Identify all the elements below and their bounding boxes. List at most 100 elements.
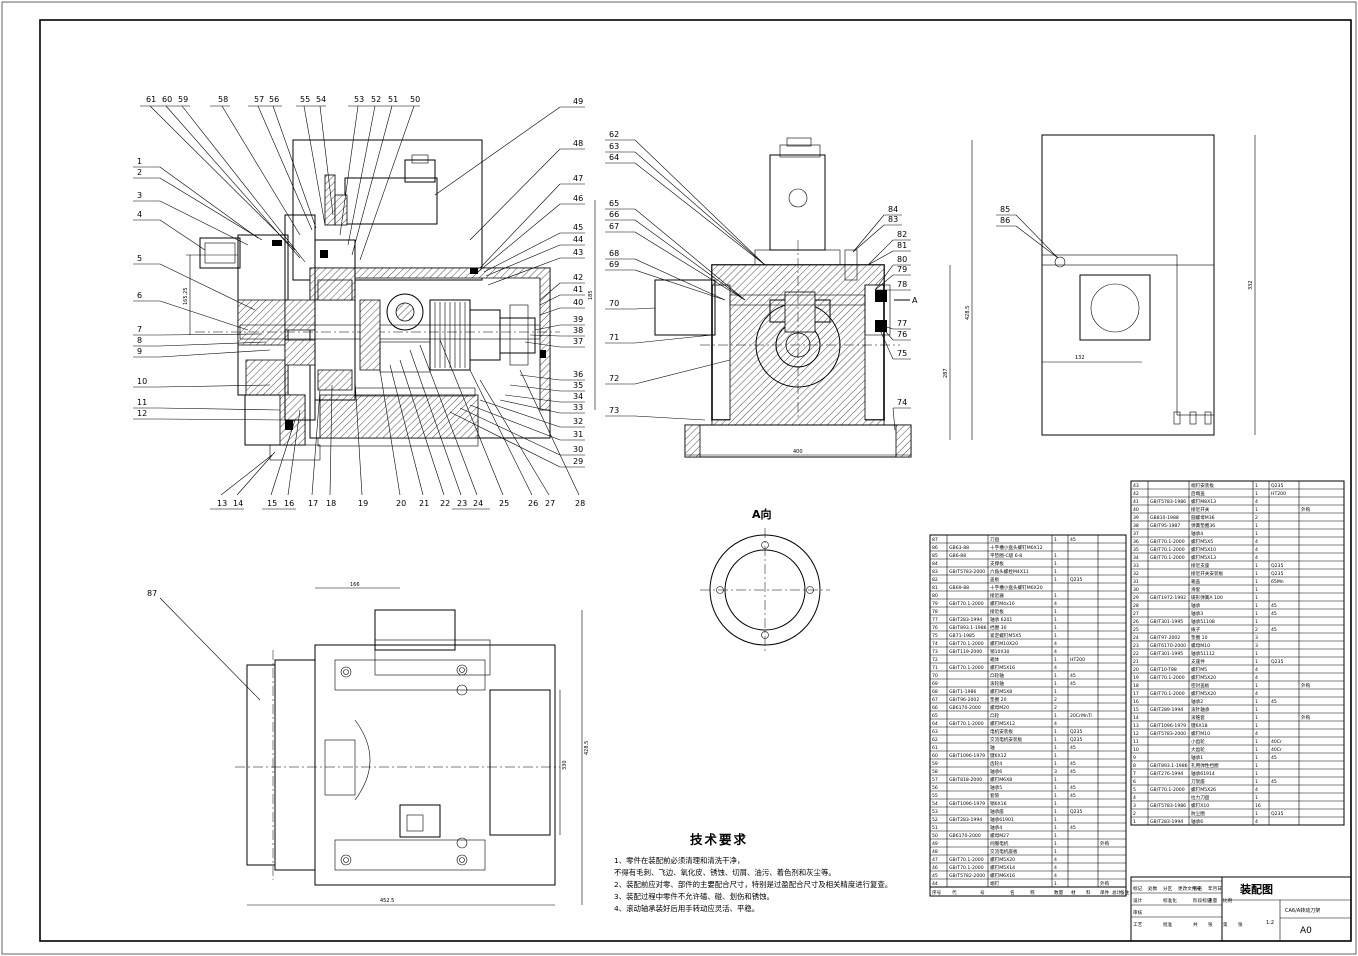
bom-left-row-67-col-1: GB/T96-2002 [949, 697, 979, 703]
bom-right-row-38-col-2: 弹簧垫圈36 [1191, 522, 1215, 529]
a-direction-view: A向 [700, 507, 830, 652]
bom-right-row-11-col-4: 40Cr [1271, 739, 1282, 745]
bom-right-row-8-col-3: 1 [1255, 763, 1258, 769]
bom-right-row-7-col-3: 1 [1255, 771, 1258, 777]
bom-left-row-67-col-2: 垫圈 20 [990, 696, 1007, 703]
bom-header-5: 数量 [1054, 889, 1064, 896]
bom-left-row-73-col-3: 4 [1054, 649, 1057, 655]
bom-right-row-38-col-0: 38 [1133, 523, 1139, 529]
bom-left-row-74-col-2: 螺钉M10X20 [990, 640, 1018, 647]
bom-right-row-34-col-3: 4 [1255, 555, 1258, 561]
title-name: 装配图 [1239, 882, 1273, 896]
bom-right-row-30-col-2: 滑套 [1191, 586, 1201, 593]
callout-38: 38 [573, 326, 583, 335]
bom-right-row-6-col-3: 1 [1255, 779, 1258, 785]
title-cell-0-5: 年月日 [1208, 885, 1222, 892]
bom-right-row-9-col-0: 9 [1133, 755, 1136, 761]
bom-left-row-54-col-1: GB/T1096-1979 [949, 801, 985, 807]
bom-right-row-10-col-4: 40Cr [1271, 747, 1282, 753]
bom-left-row-70-col-0: 70 [932, 673, 938, 679]
bom-header-10: 备注 [1120, 889, 1130, 896]
bom-left-row-73-col-2: 销10X30 [990, 648, 1010, 655]
bom-right-row-20-col-0: 20 [1133, 667, 1139, 673]
bom-right-row-40-col-2: 接近开关 [1191, 506, 1210, 513]
title-cell-1-4: 阶段标记 [1193, 897, 1212, 904]
bom-header-2: 号 [980, 890, 985, 896]
callout-33: 33 [573, 403, 583, 412]
bom-left-row-44-col-2: 端钉 [990, 880, 1000, 887]
bom-left-row-87-col-0: 87 [932, 537, 938, 543]
bom-right-row-17-col-2: 螺钉M5X20 [1191, 690, 1216, 697]
bom-left-row-44-col-3: 1 [1054, 881, 1057, 887]
callout-16: 16 [284, 499, 294, 508]
bom-right-row-25-col-4: 45 [1271, 627, 1277, 633]
tech-req-line-4: 3、装配过程中零件不允许磕、碰、划伤和锈蚀。 [614, 892, 774, 901]
tech-req-line-2: 不得有毛刺、飞边、氧化皮、锈蚀、切屑、油污、着色剂和灰尘等。 [614, 868, 836, 877]
tech-req-line-1: 1、零件在装配前必须清理和清洗干净， [614, 856, 744, 865]
bom-right-row-39-col-1: GB810-1988 [1150, 515, 1179, 521]
callout-76: 76 [897, 330, 907, 339]
bom-right-row-3-col-3: 16 [1255, 803, 1261, 809]
bom-left-row-77-col-0: 77 [932, 617, 938, 623]
callout-66: 66 [609, 210, 619, 219]
bom-right-row-1-col-2: 轴承6 [1191, 818, 1203, 825]
bom-right-row-27-col-0: 27 [1133, 611, 1139, 617]
bom-left-row-84-col-3: 1 [1054, 561, 1057, 567]
bom-left-row-79-col-1: GB/T70.1-2000 [949, 601, 984, 607]
bom-right-row-13-col-3: 1 [1255, 723, 1258, 729]
bom-right-row-32-col-4: Q235 [1271, 571, 1283, 577]
bom-right-row-19-col-0: 19 [1133, 675, 1139, 681]
bom-header-3: 名 [1010, 889, 1015, 896]
callout-26: 26 [528, 499, 538, 508]
callout-78: 78 [897, 280, 907, 289]
bom-right-row-43-col-2: 端钉安装板 [1191, 482, 1214, 489]
callout-27: 27 [545, 499, 555, 508]
callout-75: 75 [897, 349, 907, 358]
bom-right-row-40-col-5: 外购 [1301, 506, 1311, 513]
bom-right-row-15-col-1: GB/T289-1994 [1150, 707, 1183, 713]
bom-right-row-17-col-0: 17 [1133, 691, 1139, 697]
bom-left-row-58-col-3: 3 [1054, 769, 1057, 775]
bom-right-row-26-col-3: 1 [1255, 619, 1258, 625]
bom-left-row-86-col-0: 86 [932, 545, 938, 551]
bom-right-row-6-col-0: 6 [1133, 779, 1136, 785]
bom-right-row-2-col-0: 2 [1133, 811, 1136, 817]
bom-right-row-43-col-3: 1 [1255, 483, 1258, 489]
bom-left-row-78-col-2: 接近板 [990, 608, 1004, 615]
bom-left-row-51-col-3: 1 [1054, 825, 1057, 831]
bom-right-row-4-col-3: 1 [1255, 795, 1258, 801]
bom-right-row-1-col-1: GB/T283-1994 [1150, 819, 1183, 825]
bom-left-row-45-col-2: 螺钉M6X16 [990, 872, 1015, 879]
title-cell-0-1: 处数 [1148, 885, 1158, 892]
bom-right-row-8-col-2: 孔用弹性挡圈 [1191, 762, 1219, 769]
bom-right-row-22-col-1: GB/T301-1995 [1150, 651, 1183, 657]
bom-left-row-71-col-0: 71 [932, 665, 938, 671]
bom-left-row-57-col-1: GB/T818-2000 [949, 777, 982, 783]
bom-right-row-14-col-3: 1 [1255, 715, 1258, 721]
bom-left-row-54-col-0: 54 [932, 801, 938, 807]
bom-left-row-71-col-1: GB/T70.1-2000 [949, 665, 984, 671]
bom-right-row-22-col-0: 22 [1133, 651, 1139, 657]
callout-24: 24 [473, 499, 483, 508]
bom-right-row-35-col-0: 35 [1133, 547, 1139, 553]
bom-right-row-24-col-1: GB/T97-2002 [1150, 635, 1180, 641]
bom-left-row-67-col-0: 67 [932, 697, 938, 703]
bom-right-row-36-col-0: 36 [1133, 539, 1139, 545]
bom-right-row-42-col-3: 1 [1255, 491, 1258, 497]
bom-left-row-51-col-0: 51 [932, 825, 938, 831]
bom-right-row-38-col-1: GB/T95-1987 [1150, 523, 1180, 529]
bom-right-row-7-col-0: 7 [1133, 771, 1136, 777]
bom-right-row-14-col-2: 滚锥套 [1191, 714, 1205, 721]
bom-right-row-33-col-3: 1 [1255, 563, 1258, 569]
bom-left-row-57-col-3: 1 [1054, 777, 1057, 783]
bom-right-row-20-col-3: 4 [1255, 667, 1258, 673]
callout-34: 34 [573, 392, 583, 401]
bom-left-row-78-col-0: 78 [932, 609, 938, 615]
bom-left-row-71-col-3: 4 [1054, 665, 1057, 671]
bom-left-row-65-col-3: 1 [1054, 713, 1057, 719]
callout-42: 42 [573, 273, 583, 282]
bom-right-row-41-col-2: 螺钉M8X13 [1191, 498, 1216, 505]
bom-left-row-55-col-4: 45 [1070, 793, 1076, 799]
